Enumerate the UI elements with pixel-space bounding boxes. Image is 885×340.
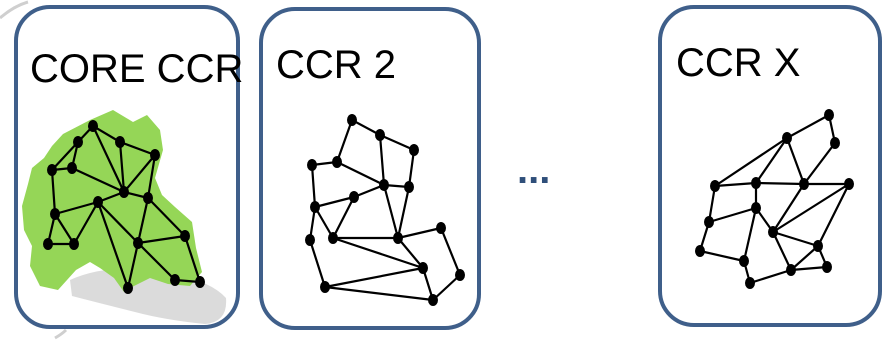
card-ccr-2-title: CCR 2 [276, 43, 396, 87]
graph-node [310, 201, 320, 213]
graph-node [428, 294, 438, 306]
graph-node [93, 196, 103, 208]
core-graph-nodes [43, 120, 205, 294]
ccr-2-graph-nodes [305, 114, 465, 306]
graph-node [782, 132, 792, 144]
graph-node [305, 234, 315, 246]
graph-node [751, 177, 761, 189]
graph-node [375, 129, 385, 141]
graph-node [123, 282, 133, 294]
ellipsis-separator: ... [517, 148, 550, 192]
graph-node [824, 109, 834, 121]
graph-node [710, 180, 720, 192]
graph-node [133, 237, 143, 249]
card-ccr-x-frame [658, 5, 882, 327]
graph-node [418, 262, 428, 274]
graph-node [704, 216, 714, 228]
graph-node [307, 159, 317, 171]
graph-node [67, 162, 77, 174]
graph-node [409, 144, 419, 156]
graph-node [786, 264, 796, 276]
graph-node [695, 245, 705, 257]
card-ccr-x: CCR X [658, 5, 882, 327]
card-ccr-2-frame [259, 7, 481, 330]
graph-node [180, 230, 190, 242]
graph-node [768, 226, 778, 238]
card-ccr-x-title: CCR X [676, 41, 800, 85]
graph-node [822, 261, 832, 273]
graph-node [332, 156, 342, 168]
ccr-x-graph-edges [698, 113, 851, 285]
graph-node [830, 137, 840, 149]
card-ccr-2: CCR 2 [259, 7, 481, 330]
card-core-ccr-title: CORE CCR [30, 47, 243, 91]
graph-node [88, 120, 98, 132]
graph-node [349, 191, 359, 203]
graph-node [436, 222, 446, 234]
graph-node [404, 181, 414, 193]
core-graph-edges [46, 124, 202, 290]
graph-node [47, 164, 57, 176]
graph-node [50, 208, 60, 220]
graph-node [115, 136, 125, 148]
background-arc [0, 0, 29, 20]
graph-node [745, 277, 755, 289]
graph-node [73, 136, 83, 148]
graph-node [751, 202, 761, 214]
graph-node [739, 255, 749, 267]
graph-node [170, 274, 180, 286]
card-core-ccr: CORE CCR [14, 5, 243, 329]
graph-node [813, 240, 823, 252]
graph-node [69, 238, 79, 250]
graph-node [844, 178, 854, 190]
graph-node [393, 232, 403, 244]
graph-node [347, 114, 357, 126]
graph-node [43, 238, 53, 250]
graph-node [379, 179, 389, 191]
graph-node [195, 276, 205, 288]
graph-node [455, 269, 465, 281]
graph-node [150, 149, 160, 161]
graph-node [320, 281, 330, 293]
background-arc-bottom [54, 328, 68, 340]
ccr-x-graph-nodes [695, 109, 854, 289]
graph-node [143, 192, 153, 204]
graph-node [799, 178, 809, 190]
ccr-2-graph-edges [308, 118, 462, 302]
graph-node [328, 232, 338, 244]
graph-node [119, 186, 129, 198]
